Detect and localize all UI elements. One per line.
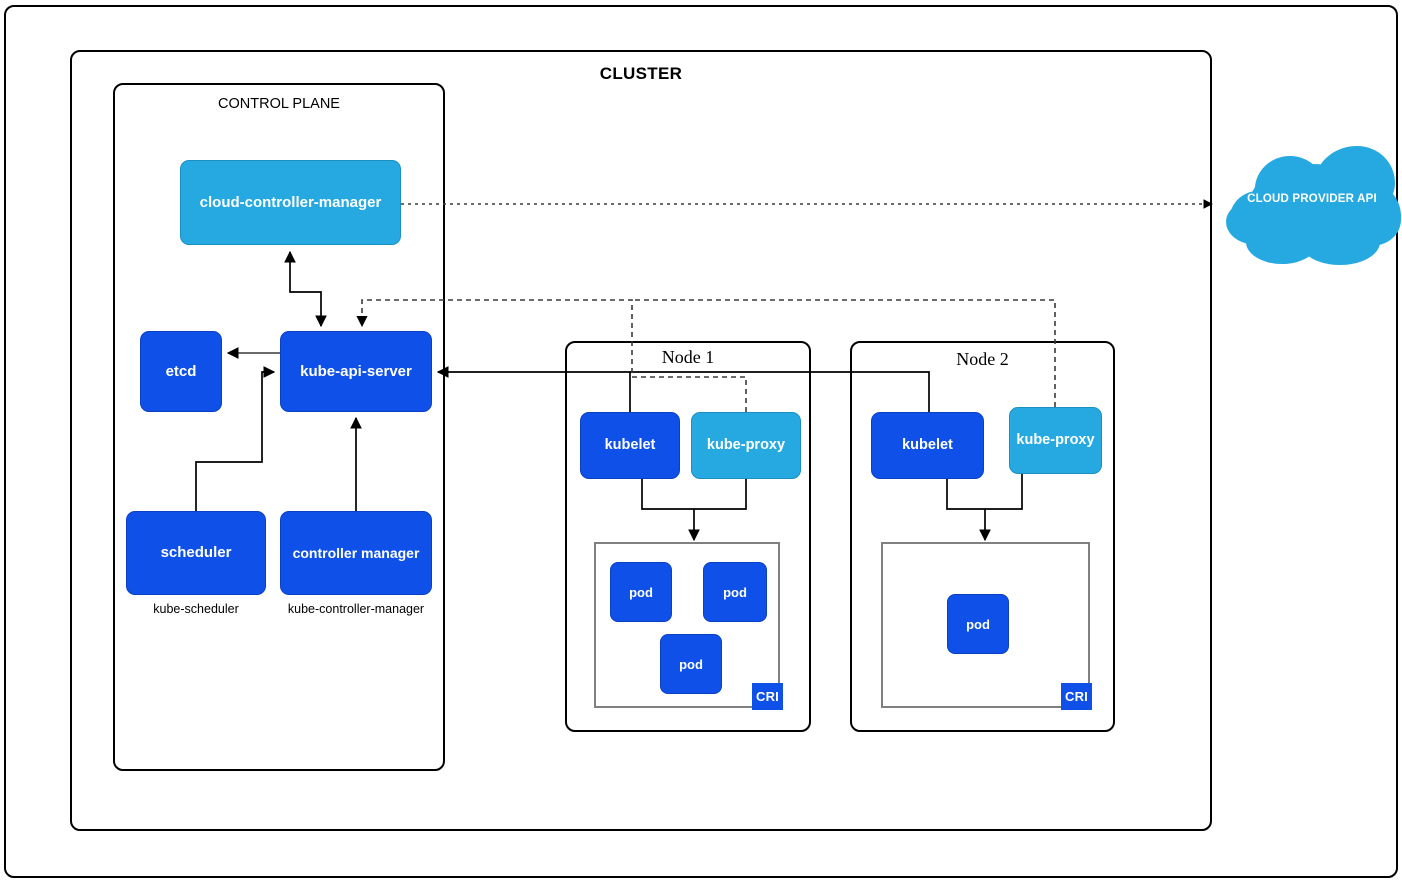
node-2-cri-badge: CRI: [1061, 683, 1092, 710]
outer-frame: [4, 5, 1398, 878]
kube-api-server-box[interactable]: kube-api-server: [280, 331, 432, 412]
node-1-pod[interactable]: pod: [660, 634, 722, 694]
etcd-box[interactable]: etcd: [140, 331, 222, 412]
node-1-kube-proxy-box[interactable]: kube-proxy: [691, 412, 801, 479]
scheduler-caption: kube-scheduler: [153, 602, 239, 616]
node-2-kubelet-box[interactable]: kubelet: [871, 412, 984, 479]
controller-manager-caption: kube-controller-manager: [287, 602, 425, 616]
node-1-pod[interactable]: pod: [610, 562, 672, 622]
node-1-pod[interactable]: pod: [703, 562, 767, 622]
node-1-kubelet-box[interactable]: kubelet: [580, 412, 680, 479]
node-2-title: Node 2: [956, 349, 1009, 369]
cluster-title: CLUSTER: [599, 64, 683, 83]
node-1-title: Node 1: [661, 347, 715, 367]
control-plane-boundary: [113, 83, 445, 771]
cluster-boundary: [70, 50, 1212, 831]
scheduler-box[interactable]: scheduler: [126, 511, 266, 595]
node-1-cri-container: [594, 542, 780, 708]
control-plane-title: CONTROL PLANE: [218, 96, 340, 112]
node-2-kube-proxy-box[interactable]: kube-proxy: [1009, 407, 1102, 474]
node-2-cri-container: [881, 542, 1090, 708]
node-1-cri-badge: CRI: [752, 683, 783, 710]
cloud-provider-api-shape[interactable]: [1222, 142, 1402, 269]
node-2-pod[interactable]: pod: [947, 594, 1009, 654]
controller-manager-box[interactable]: controller manager: [280, 511, 432, 595]
cloud-controller-manager-box[interactable]: cloud-controller-manager: [180, 160, 401, 245]
